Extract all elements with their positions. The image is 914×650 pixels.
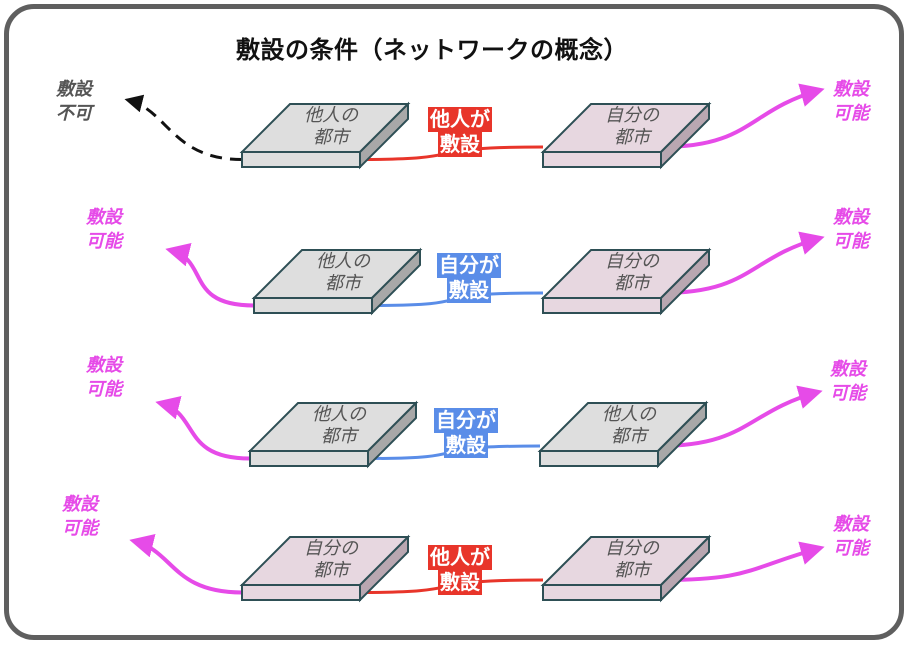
city-front-face <box>249 450 369 467</box>
right-city-label: 自分の 都市 <box>605 105 659 148</box>
link-builder-tag: 他人が敷設 <box>428 545 492 595</box>
left-outcome-label: 敷設 不可 <box>56 79 92 124</box>
left-outcome-label: 敷設 可能 <box>86 355 122 400</box>
left-city <box>247 400 419 469</box>
left-city-label: 他人の 都市 <box>316 251 370 294</box>
right-city <box>540 534 712 603</box>
city-front-face <box>542 151 662 168</box>
left-outcome-arrow <box>124 94 243 161</box>
diagram-title: 敷設の条件（ネットワークの概念） <box>236 30 628 65</box>
right-city <box>540 101 712 170</box>
right-outcome-arrow <box>657 385 823 448</box>
left-city-label: 他人の 都市 <box>312 404 366 447</box>
link-builder-tag: 自分が敷設 <box>434 408 498 458</box>
left-outcome-label: 敷設 可能 <box>62 494 98 539</box>
diagram-frame <box>4 4 904 640</box>
link-tag-line: 敷設 <box>447 278 491 303</box>
city-front-face <box>253 297 373 314</box>
right-city-label: 自分の 都市 <box>605 251 659 294</box>
link-tag-line: 自分が <box>434 408 498 433</box>
title-text: 敷設の条件（ネットワークの概念） <box>236 36 628 64</box>
right-outcome-label: 敷設 可能 <box>830 359 866 404</box>
link-tag-line: 敷設 <box>438 132 482 157</box>
right-city-label: 自分の 都市 <box>605 538 659 581</box>
right-city <box>537 400 709 469</box>
right-outcome-arrow <box>660 83 825 149</box>
left-outcome-arrow <box>165 243 255 308</box>
left-outcome-arrow <box>155 396 251 461</box>
link-tag-line: 敷設 <box>444 433 488 458</box>
left-city-label: 他人の 都市 <box>304 105 358 148</box>
right-outcome-label: 敷設 可能 <box>833 79 869 124</box>
right-city <box>540 247 712 316</box>
right-city-label: 他人の 都市 <box>602 404 656 447</box>
link-tag-line: 敷設 <box>438 570 482 595</box>
link-tag-line: 自分が <box>437 253 501 278</box>
left-city-label: 自分の 都市 <box>304 538 358 581</box>
city-front-face <box>542 584 662 601</box>
right-outcome-label: 敷設 可能 <box>833 514 869 559</box>
left-city <box>239 534 411 603</box>
link-builder-tag: 他人が敷設 <box>428 107 492 157</box>
link-builder-tag: 自分が敷設 <box>437 253 501 303</box>
city-front-face <box>539 450 659 467</box>
right-outcome-label: 敷設 可能 <box>833 207 869 252</box>
city-front-face <box>241 584 361 601</box>
left-city <box>251 247 423 316</box>
right-outcome-arrow <box>660 541 825 582</box>
left-outcome-label: 敷設 可能 <box>86 207 122 252</box>
link-tag-line: 他人が <box>428 545 492 570</box>
right-outcome-arrow <box>660 231 825 295</box>
city-front-face <box>542 297 662 314</box>
city-front-face <box>241 151 361 168</box>
link-tag-line: 他人が <box>428 107 492 132</box>
left-city <box>239 101 411 170</box>
left-outcome-arrow <box>129 534 243 595</box>
